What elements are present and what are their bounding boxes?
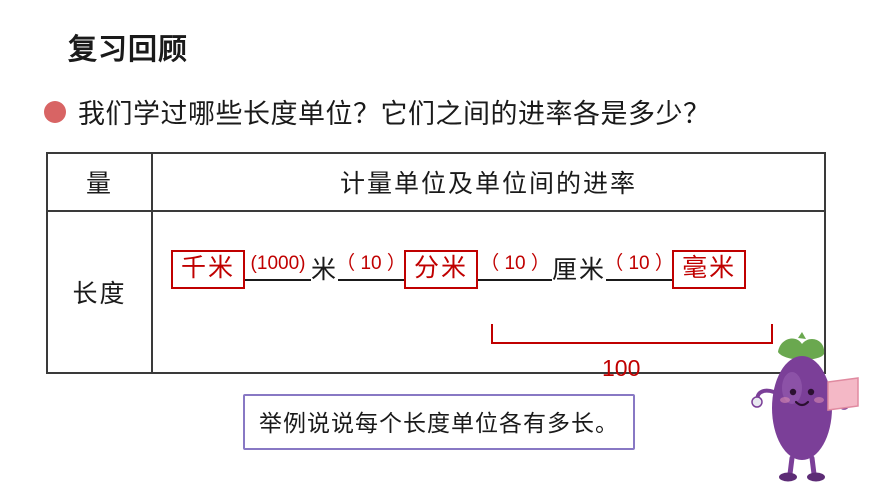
link-bar-1: [245, 278, 312, 281]
table-header-row: 量 计量单位及单位间的进率: [48, 154, 824, 212]
eggplant-face-icon: [780, 388, 824, 407]
unit-centimetre: 厘米: [552, 256, 607, 284]
brace-right-tick: [771, 324, 773, 344]
brace-value-100: 100: [602, 355, 641, 381]
unit-decimetre: 分米: [404, 250, 479, 289]
conversion-factor-3: （ 10 ）: [480, 252, 550, 274]
unit-kilometre: 千米: [171, 250, 246, 289]
conversion-link-3: （ 10 ）: [478, 253, 553, 289]
bullet-dot-icon: [44, 100, 66, 123]
conversion-link-2: （ 10 ）: [336, 253, 406, 289]
header-cell-units: 计量单位及单位间的进率: [153, 154, 824, 210]
conversion-factor-1: (1000): [250, 252, 306, 274]
page-title: 复习回顾: [68, 34, 189, 66]
brace-bracket: [491, 324, 773, 344]
eggplant-card-icon: [827, 377, 859, 411]
question-text: 我们学过哪些长度单位？它们之间的进率各是多少？: [78, 99, 711, 129]
eggplant-left-arm-icon: [751, 388, 776, 408]
header-label-quantity: 量: [85, 170, 113, 198]
eggplant-mascot: [740, 330, 860, 482]
unit-chain: 千米 (1000) 米 （ 10 ） 分米 （ 10 ）: [171, 250, 747, 289]
eggplant-body-icon: [772, 356, 832, 460]
question-row: 我们学过哪些长度单位？它们之间的进率各是多少？: [44, 92, 711, 131]
conversion-link-1: (1000): [245, 253, 312, 289]
unit-millimetre: 毫米: [672, 250, 747, 289]
units-table: 量 计量单位及单位间的进率 长度 千米 (1000) 米: [46, 152, 826, 381]
eggplant-legs-icon: [779, 455, 825, 482]
callout-box: 举例说说每个长度单位各有多长。: [243, 394, 635, 450]
row-label-length: 长度: [72, 280, 127, 308]
conversion-link-4: （ 10 ）: [604, 253, 674, 289]
link-bar-4: [606, 278, 673, 281]
body-cell-length-label: 长度: [48, 212, 153, 372]
brace-horizontal-bar: [491, 342, 773, 344]
header-label-units: 计量单位及单位间的进率: [339, 170, 637, 198]
link-bar-3: [478, 278, 553, 281]
brace-left-tick: [491, 324, 493, 344]
eggplant-leaf-icon: [778, 332, 825, 360]
header-cell-quantity: 量: [48, 154, 153, 210]
link-bar-2: [338, 278, 405, 281]
table-body-row: 长度 千米 (1000) 米 （ 10 ） 分米: [48, 212, 824, 381]
conversion-factor-4: （ 10 ）: [604, 252, 674, 274]
unit-metre: 米: [311, 256, 339, 284]
conversion-factor-2: （ 10 ）: [336, 252, 406, 274]
body-cell-unit-chain: 千米 (1000) 米 （ 10 ） 分米 （ 10 ）: [153, 212, 824, 381]
